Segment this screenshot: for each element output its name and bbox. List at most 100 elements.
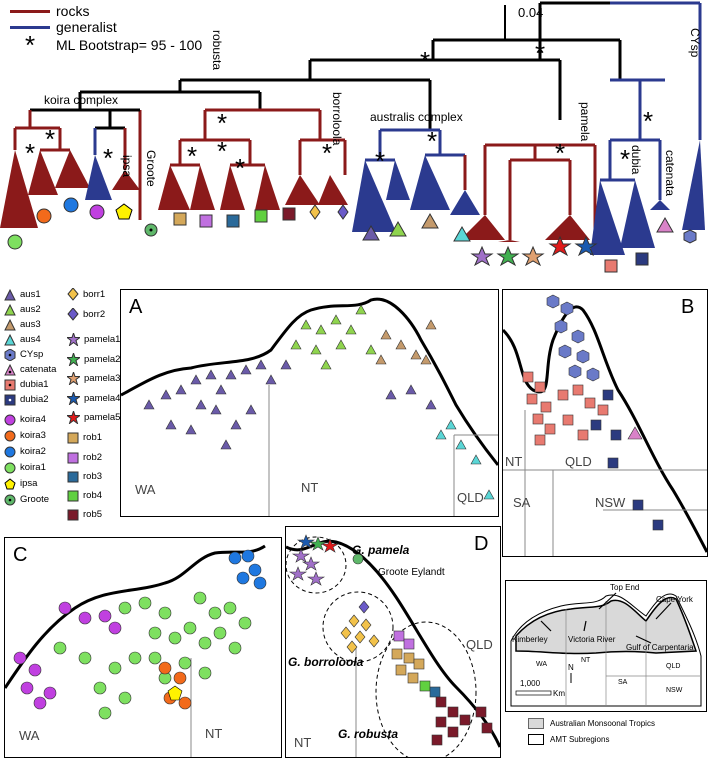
legend-item: koira2 <box>4 445 46 458</box>
clade-triangle <box>85 155 112 200</box>
amt-swatch-icon <box>528 718 544 729</box>
triangle-icon <box>4 333 16 345</box>
square-dot-icon <box>4 379 16 390</box>
asterisk-icon: * <box>643 106 653 136</box>
circle-icon <box>4 446 16 457</box>
inset-map: Top End Kimberley Cape York Victoria Riv… <box>505 580 707 712</box>
pamela1-symbol <box>470 245 494 267</box>
legend-item: pamela1 <box>67 333 120 346</box>
circle-dot-icon <box>4 494 16 505</box>
legend-item: pamela2 <box>67 353 120 366</box>
asterisk-icon: * <box>187 141 197 171</box>
clade-triangle <box>318 175 348 205</box>
borr1-symbol <box>309 204 321 220</box>
rob1-symbol <box>173 212 187 226</box>
legend-item: dubia1 <box>4 378 49 391</box>
inset-region-label: Cape York <box>656 595 693 604</box>
g-robusta-label: G. robusta <box>338 727 399 741</box>
map-panel-c: C WA NT <box>4 537 282 758</box>
robusta-label: robusta <box>210 30 224 71</box>
hexagon-icon <box>4 348 16 361</box>
aus3-symbol <box>421 212 439 229</box>
australis-complex-label: australis complex <box>370 110 463 124</box>
asterisk-icon: * <box>45 124 55 154</box>
asterisk-icon: * <box>555 138 565 168</box>
legend-item: rob4 <box>67 489 102 502</box>
inset-region-label: Kimberley <box>512 635 548 644</box>
legend-item: catenata <box>4 363 56 376</box>
inset-state-label: WA <box>536 661 548 668</box>
asterisk-icon: * <box>375 146 385 176</box>
clade-triangle <box>285 175 320 205</box>
pamela3-symbol <box>521 245 545 267</box>
north-arrow-label: N <box>568 663 574 672</box>
circle-icon <box>4 462 16 473</box>
clade-triangle <box>352 160 396 232</box>
star-icon <box>67 333 80 346</box>
koira-complex-label: koira complex <box>44 93 119 107</box>
region-label: QLD <box>466 637 493 652</box>
dubia2-symbol <box>635 252 649 266</box>
region-label: WA <box>135 482 156 497</box>
legend-rocks: rocks <box>10 2 89 20</box>
legend-item: pamela3 <box>67 372 120 385</box>
map-panel-a: A WA NT QLD <box>120 289 499 517</box>
region-label: NT <box>294 735 312 750</box>
diamond-icon <box>67 288 79 301</box>
legend-item: dubia2 <box>4 393 49 406</box>
catenata-symbol <box>656 216 674 233</box>
legend-item: aus2 <box>4 303 41 316</box>
map-b-drawing <box>503 294 707 556</box>
legend-item: rob1 <box>67 431 102 444</box>
asterisk-icon: * <box>235 153 245 183</box>
subregion-swatch-icon <box>528 734 544 745</box>
asterisk-icon: * <box>24 30 36 60</box>
koira2-symbol <box>63 197 79 213</box>
clade-triangle <box>410 155 450 210</box>
groote-eylandt-label: Groote Eylandt <box>378 567 445 578</box>
asterisk-icon: * <box>322 138 332 168</box>
clade-triangle <box>545 215 590 240</box>
rob3-symbol <box>226 214 240 228</box>
region-label: WA <box>19 728 40 743</box>
legend-item: aus4 <box>4 333 41 346</box>
star-icon <box>67 353 80 366</box>
clade-triangle <box>158 165 190 210</box>
legend-item: pamela4 <box>67 392 120 405</box>
symbol-legend: aus1 aus2 aus3 aus4 CYsp catenata dubia1… <box>4 288 120 578</box>
clade-triangle <box>650 200 670 210</box>
koira1-symbol <box>7 234 23 250</box>
region-label: QLD <box>457 490 484 505</box>
inset-scale-value: 1,000 <box>520 679 541 688</box>
clade-triangle <box>0 150 38 228</box>
koira4-symbol <box>89 204 105 220</box>
asterisk-icon: * <box>620 144 630 174</box>
triangle-icon <box>4 288 16 300</box>
generalist-line-swatch <box>10 25 50 29</box>
clade-triangle <box>190 165 215 210</box>
legend-item: rob2 <box>67 451 102 464</box>
region-label: NT <box>505 454 523 469</box>
clade-triangle <box>620 180 655 248</box>
region-label: SA <box>513 495 531 510</box>
catenata-label: catenata <box>663 150 677 197</box>
clade-triangle <box>498 240 520 242</box>
pamela-label: pamela <box>578 102 592 142</box>
inset-state-label: NSW <box>666 687 683 694</box>
legend-item: aus1 <box>4 288 41 301</box>
inset-scale-unit: Km <box>553 689 565 698</box>
inset-legend: Australian Monsoonal Tropics AMT Subregi… <box>528 716 708 756</box>
map-panel-d: G. pamela Groote Eylandt G. borroloola G… <box>285 526 501 758</box>
legend-subregions: AMT Subregions <box>528 734 609 745</box>
legend-item: rob3 <box>67 470 102 483</box>
clade-triangle <box>460 215 505 240</box>
clade-triangle <box>255 165 280 210</box>
clade-triangle <box>450 190 480 215</box>
square-icon <box>67 509 79 520</box>
asterisk-icon: * <box>103 143 113 173</box>
cysp-symbol <box>683 229 697 244</box>
map-d-drawing <box>286 534 500 757</box>
rob4-symbol <box>254 209 268 223</box>
legend-bootstrap-label: ML Bootstrap= 95 - 100 <box>56 37 203 53</box>
clade-triangle <box>28 150 58 195</box>
